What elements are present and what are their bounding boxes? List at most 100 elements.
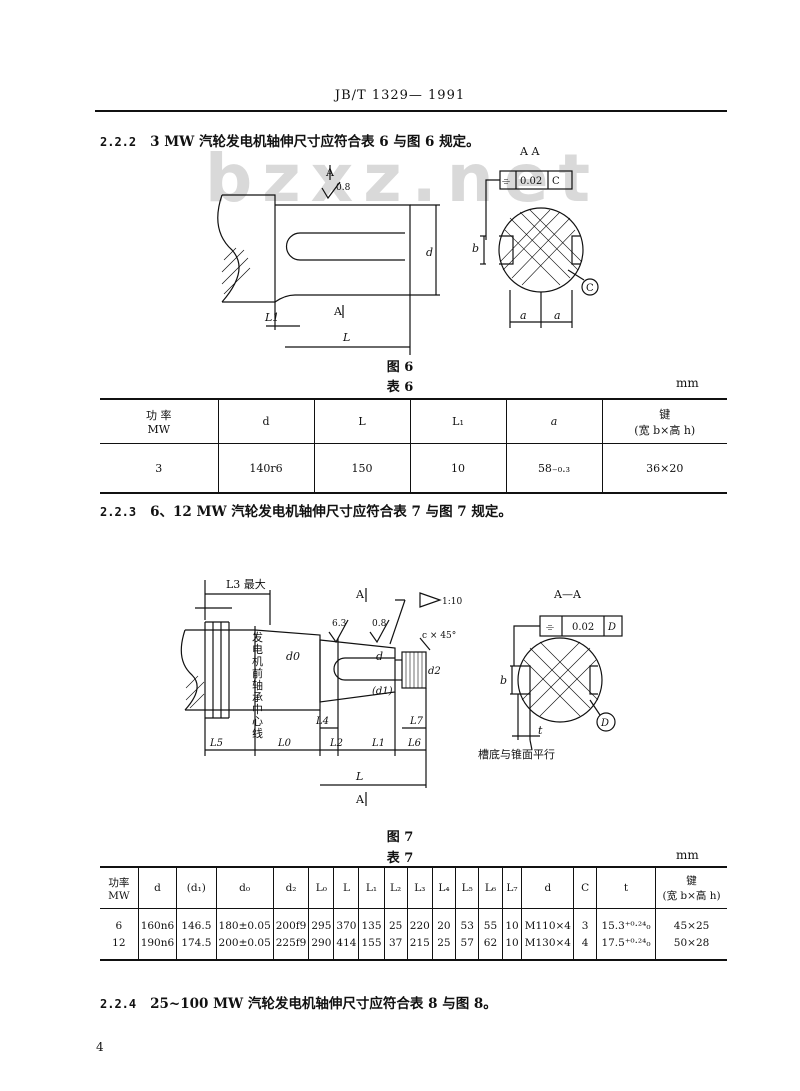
table-6-title: 表 6 — [386, 380, 414, 395]
fig7-d0: d0 — [286, 650, 300, 663]
fig6-a-top: A — [325, 166, 335, 179]
table-cell: 290 — [308, 934, 334, 951]
fig7-note: 槽底与锥面平行 — [478, 747, 555, 761]
table-cell: 6 — [115, 919, 123, 932]
fig6-a-right: a — [554, 309, 561, 322]
table-cell: 3 — [155, 461, 163, 475]
standard-header: JB/T 1329— 1991 — [334, 88, 466, 103]
table-7-header-cell: L₃ — [406, 867, 433, 909]
fig6-datum: C — [552, 176, 560, 187]
fig7-L: L — [355, 770, 363, 783]
table-cell: 55 — [478, 917, 503, 934]
table-row: 3 140r6 150 10 58₋₀.₃ 36×20 — [100, 443, 727, 493]
page-number: 4 — [96, 1040, 104, 1054]
fig6-shaft-extension — [274, 204, 411, 303]
table-cell: M110×4 — [521, 917, 574, 934]
table-7-header-cell: C — [573, 867, 597, 909]
table-row: 12 190n6 174.5 200±0.05 225f9 290 414 15… — [100, 934, 727, 951]
figure-6: A A A A 0.8 d L1 L b a a ⌯ 0.02 C C — [217, 145, 599, 355]
fig7-tolerance: 0.02 — [572, 622, 594, 633]
fig7-a-bottom: A — [355, 793, 365, 806]
table-7-header-cell: L₄ — [431, 867, 456, 909]
table-cell: 25 — [383, 917, 408, 934]
table-cell: 135 — [358, 917, 384, 934]
table-cell: 155 — [358, 934, 384, 951]
table-6: 功 率 MW d L L₁ a 键 (宽 b×高 h) 3 140r6 150 … — [100, 398, 727, 494]
fig7-t: t — [538, 724, 543, 737]
table-cell: 10 — [501, 917, 522, 934]
fig7-keyway — [333, 657, 395, 681]
table-cell: 36×20 — [601, 443, 727, 493]
table-cell: 370 — [333, 917, 359, 934]
fig7-section-label: A—A — [553, 588, 582, 601]
table-cell: 146.5 — [176, 917, 217, 934]
fig7-a-top: A — [355, 588, 365, 601]
fig7-flatness-icon: ⌯ — [546, 622, 554, 633]
fig7-L2: L2 — [329, 738, 343, 749]
fig6-keyway — [285, 232, 405, 261]
table-7-header-cell: L₅ — [455, 867, 479, 909]
table-cell: 15.3⁺⁰·²⁴₀ — [595, 917, 656, 934]
table-7-header-cell: 功率 MW — [100, 867, 139, 909]
fig7-L3-max: L3 最大 — [226, 577, 266, 591]
table-cell: 160n6 — [137, 917, 177, 934]
table-cell: 10 — [501, 934, 522, 951]
table-cell: 37 — [383, 934, 408, 951]
table-cell: 215 — [406, 934, 433, 951]
fig6-shaft-body — [222, 194, 276, 303]
table-cell: 225f9 — [272, 934, 309, 951]
figure-7-caption: 图 7 — [386, 830, 414, 845]
table-cell: 58₋₀.₃ — [505, 443, 602, 493]
clause-2-2-3: 2.2.3 6、12 MW 汽轮发电机轴伸尺寸应符合表 7 与图 7 规定。 — [100, 500, 512, 520]
table-7-header-cell: d — [137, 867, 177, 909]
table-6-header-cell: d — [217, 399, 314, 444]
table-row: 6 160n6 146.5 180±0.05 200f9 295 370 135… — [100, 917, 727, 934]
table-cell: 17.5⁺⁰·²⁴₀ — [595, 934, 656, 951]
fig6-d: d — [426, 246, 433, 259]
fig7-taper-ratio: 1:10 — [442, 597, 462, 607]
table-6-unit: mm — [676, 376, 699, 390]
table-7-header-cell: t — [595, 867, 656, 909]
clause-text: 6、12 MW 汽轮发电机轴伸尺寸应符合表 7 与图 7 规定。 — [150, 504, 512, 520]
table-cell: 150 — [313, 443, 410, 493]
header-rule — [95, 110, 727, 112]
table-cell: 10 — [409, 443, 506, 493]
clause-number: 2.2.3 — [100, 505, 137, 519]
table-cell: 50×28 — [655, 934, 727, 951]
fig7-section-circle — [517, 637, 603, 723]
table-6-header-cell: 功 率 MW — [100, 399, 218, 444]
fig6-break-line — [217, 194, 240, 303]
fig7-L1: L1 — [371, 738, 385, 749]
fig6-L1: L1 — [264, 311, 279, 324]
table-cell: 220 — [406, 917, 433, 934]
table-cell: 45×25 — [655, 917, 727, 934]
table-7-header-cell: (d₁) — [176, 867, 217, 909]
table-7-header-cell: d₂ — [272, 867, 309, 909]
table-cell: 200f9 — [272, 917, 309, 934]
fig6-section-label: A A — [519, 145, 540, 158]
figure-7: L3 最大 A A 1:10 6.3 0.8 c × 45° d0 d (d1)… — [180, 577, 623, 806]
fig7-b: b — [500, 674, 507, 687]
fig6-b: b — [472, 242, 479, 255]
fig7-L4: L4 — [315, 716, 329, 727]
table-cell: 12 — [112, 936, 126, 949]
fig7-d: d — [376, 650, 383, 663]
fig7-L5: L5 — [209, 738, 223, 749]
table-7-header-row: 功率 MW d (d₁) d₀ d₂ L₀ L L₁ L₂ L₃ L₄ L₅ L… — [100, 867, 727, 909]
table-cell: 200±0.05 — [215, 934, 274, 951]
table-6-header-row: 功 率 MW d L L₁ a 键 (宽 b×高 h) — [100, 399, 727, 444]
table-7-header-cell: L₇ — [501, 867, 522, 909]
fig7-break-line — [180, 629, 198, 711]
fig6-a-bottom: A — [333, 305, 343, 318]
table-cell: 25 — [431, 934, 456, 951]
fig7-roughness-1: 6.3 — [332, 619, 347, 629]
table-cell: 180±0.05 — [215, 917, 274, 934]
fig6-flatness-icon: ⌯ — [502, 176, 510, 187]
table-7-header-cell: 键 (宽 b×高 h) — [655, 867, 727, 909]
table-7-header-cell: d — [521, 867, 574, 909]
clause-number: 2.2.4 — [100, 997, 137, 1011]
watermark: bzxz.net — [205, 140, 601, 217]
table-cell: 295 — [308, 917, 334, 934]
fig7-chamfer: c × 45° — [422, 631, 456, 641]
